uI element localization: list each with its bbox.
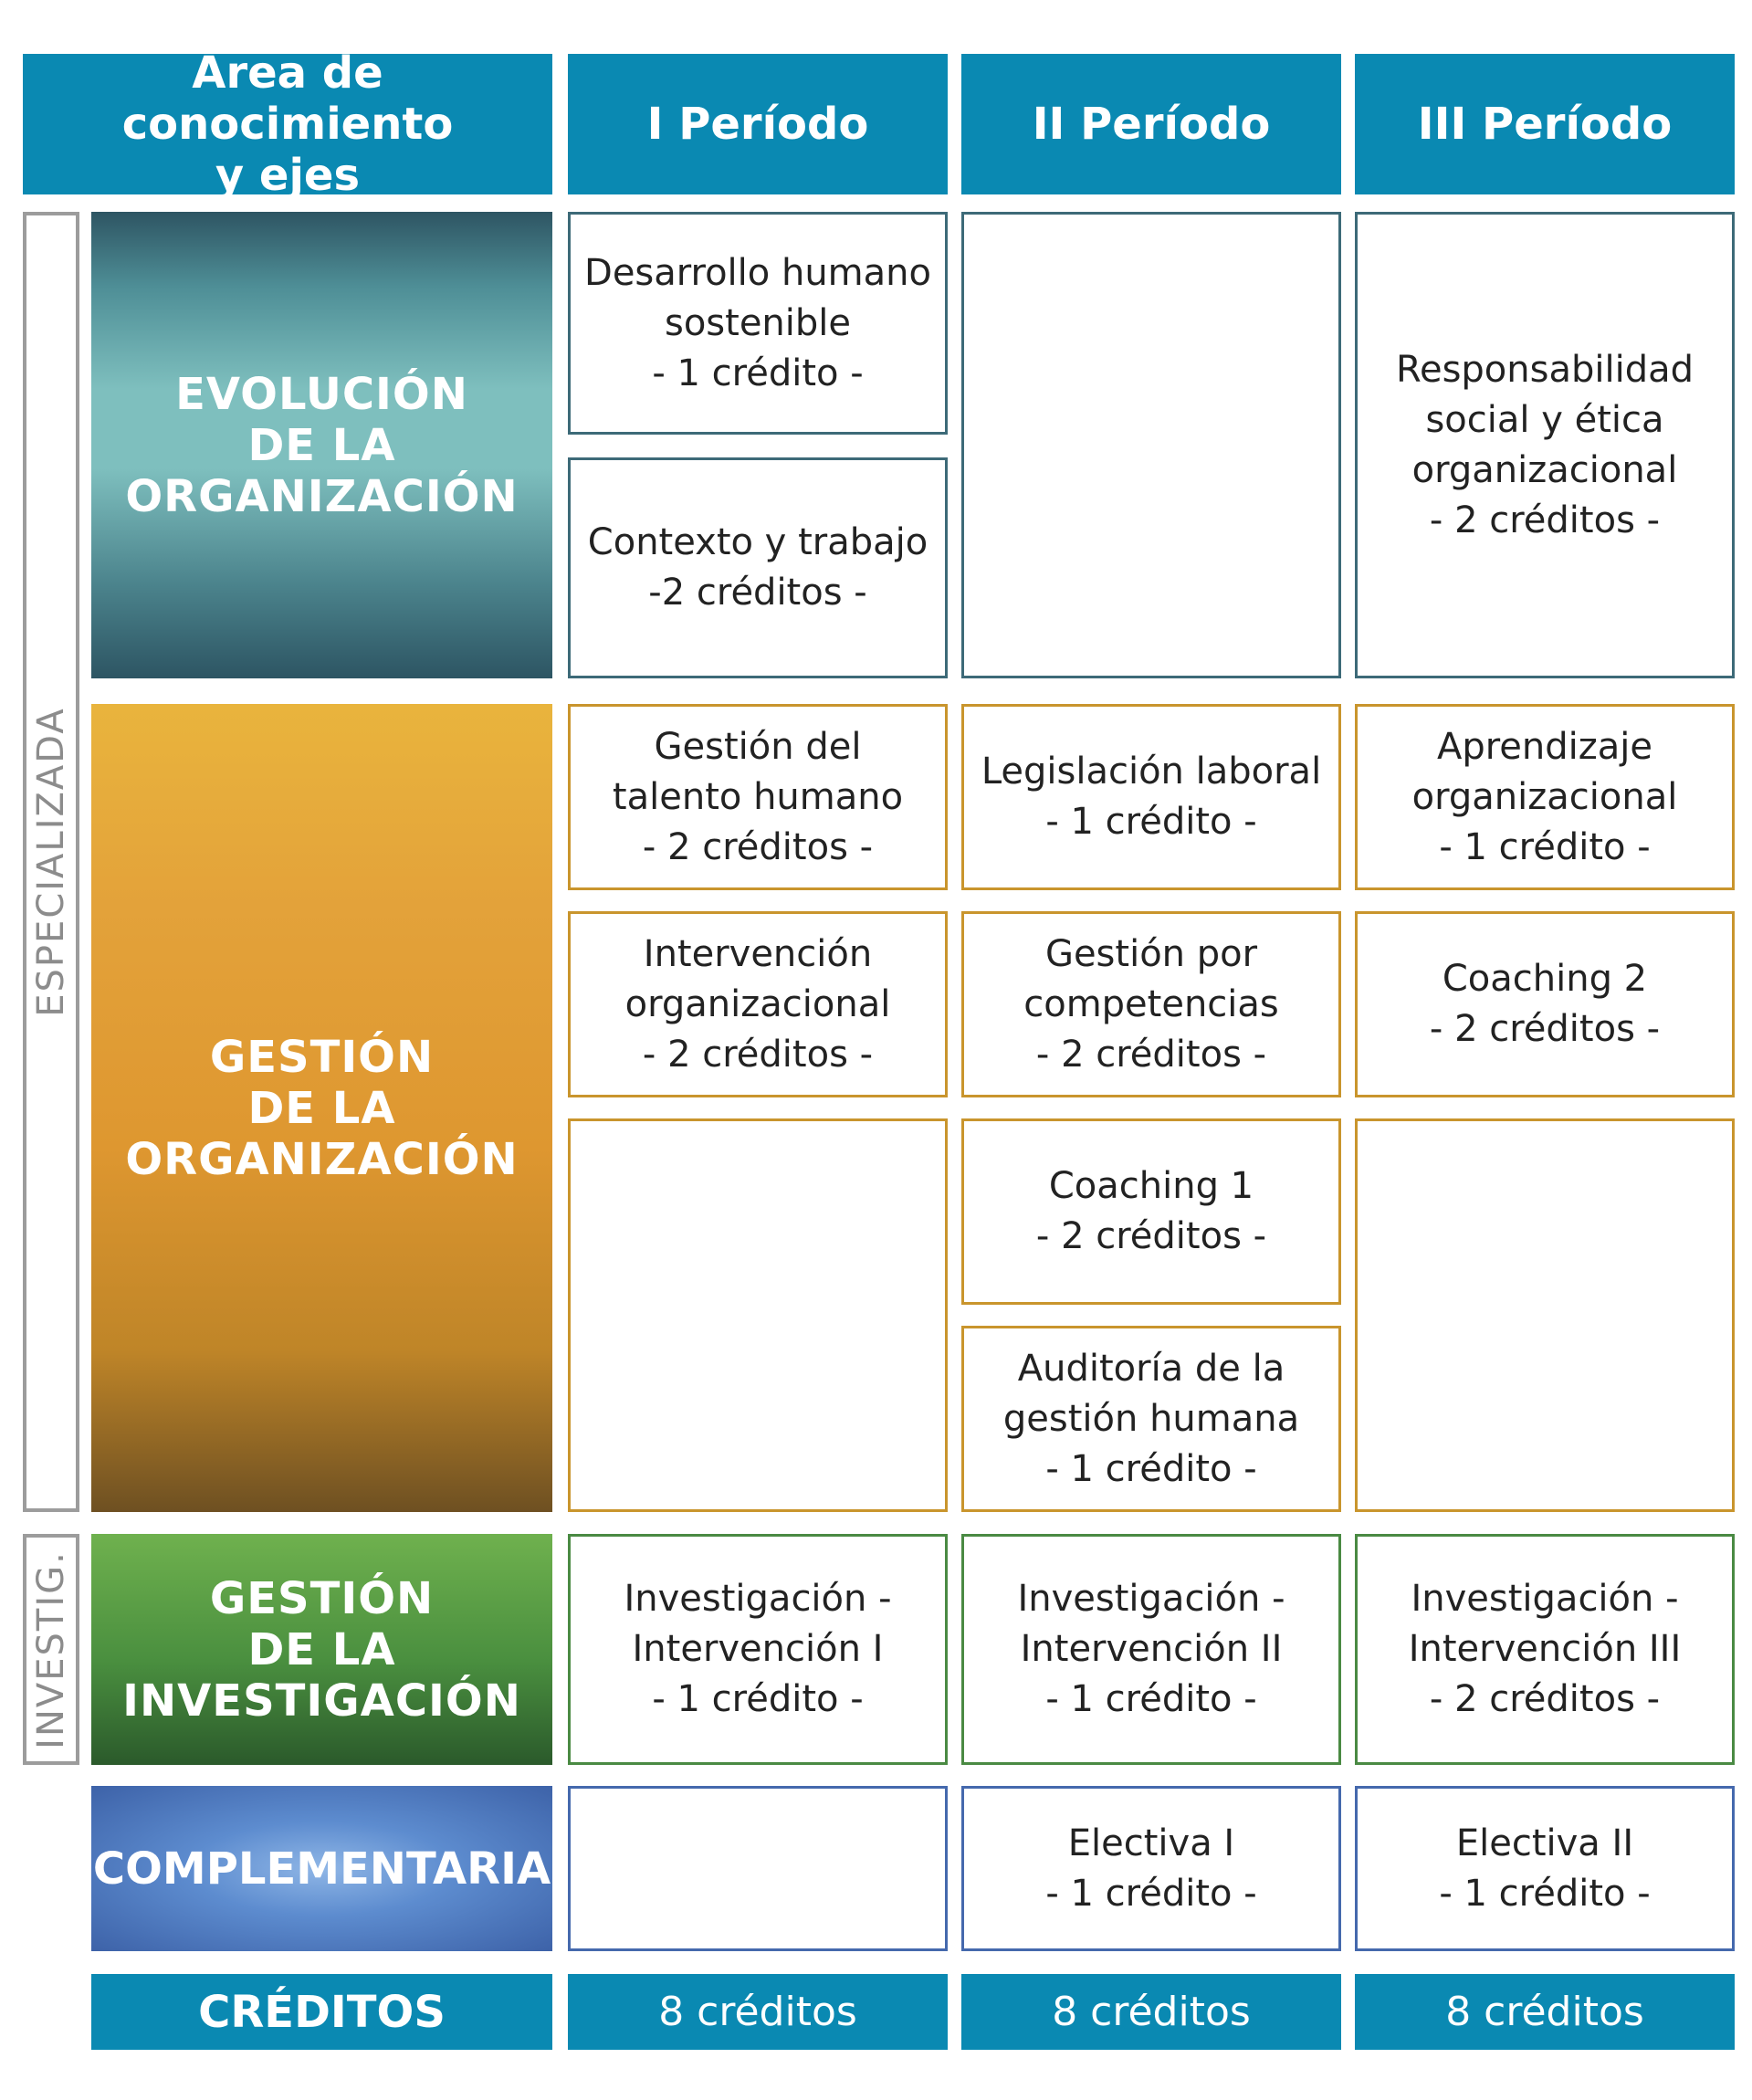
area-research: GESTIÓN DE LA INVESTIGACIÓN xyxy=(91,1534,552,1765)
credits-label: CRÉDITOS xyxy=(91,1974,552,2050)
course-cell: Coaching 2 - 2 créditos - xyxy=(1355,911,1735,1097)
area-management: GESTIÓN DE LA ORGANIZACIÓN xyxy=(91,704,552,1512)
course-cell: Auditoría de la gestión humana - 1 crédi… xyxy=(961,1326,1341,1512)
course-cell: Intervención organizacional - 2 créditos… xyxy=(568,911,948,1097)
course-cell: Aprendizaje organizacional - 1 crédito - xyxy=(1355,704,1735,890)
header-period-1: I Período xyxy=(568,54,948,194)
course-cell: Electiva I - 1 crédito - xyxy=(961,1786,1341,1951)
empty-cell xyxy=(961,212,1341,678)
side-label-research-text: INVESTIG. xyxy=(30,1549,72,1749)
area-evolution: EVOLUCIÓN DE LA ORGANIZACIÓN xyxy=(91,212,552,678)
course-cell: Electiva II - 1 crédito - xyxy=(1355,1786,1735,1951)
credits-total-period-3: 8 créditos xyxy=(1355,1974,1735,2050)
area-complementary: COMPLEMENTARIA xyxy=(91,1786,552,1951)
empty-cell xyxy=(568,1118,948,1512)
course-cell: Investigación - Intervención I - 1 crédi… xyxy=(568,1534,948,1765)
course-cell: Contexto y trabajo -2 créditos - xyxy=(568,457,948,678)
course-cell: Gestión del talento humano - 2 créditos … xyxy=(568,704,948,890)
header-area: Área de conocimiento y ejes xyxy=(23,47,552,201)
course-cell: Investigación - Intervención III - 2 cré… xyxy=(1355,1534,1735,1765)
empty-cell xyxy=(568,1786,948,1951)
credits-total-period-2: 8 créditos xyxy=(961,1974,1341,2050)
side-label-research: INVESTIG. xyxy=(23,1534,79,1765)
side-label-specialized-text: ESPECIALIZADA xyxy=(30,707,72,1017)
side-label-specialized: ESPECIALIZADA xyxy=(23,212,79,1512)
course-cell: Desarrollo humano sostenible - 1 crédito… xyxy=(568,212,948,435)
course-cell: Gestión por competencias - 2 créditos - xyxy=(961,911,1341,1097)
empty-cell xyxy=(1355,1118,1735,1512)
course-cell: Legislación laboral - 1 crédito - xyxy=(961,704,1341,890)
header-period-3: III Período xyxy=(1355,54,1735,194)
credits-total-period-1: 8 créditos xyxy=(568,1974,948,2050)
course-cell: Investigación - Intervención II - 1 créd… xyxy=(961,1534,1341,1765)
course-cell: Coaching 1 - 2 créditos - xyxy=(961,1118,1341,1305)
header-period-2: II Período xyxy=(961,54,1341,194)
course-cell: Responsabilidad social y ética organizac… xyxy=(1355,212,1735,678)
